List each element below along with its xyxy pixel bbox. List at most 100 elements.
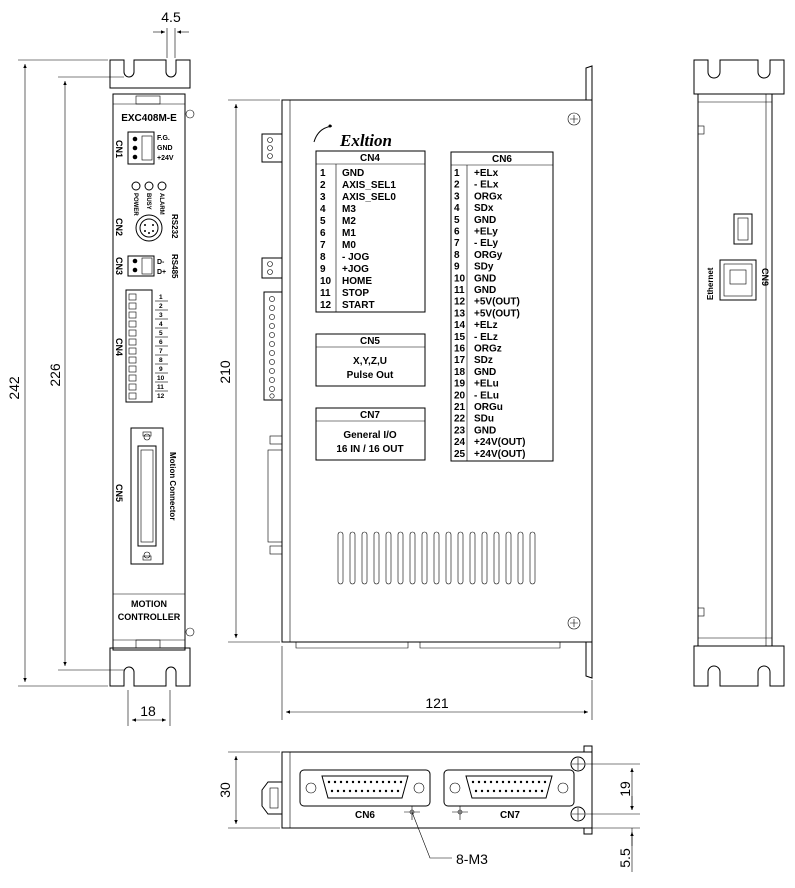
cn4-num-5: 5 [159, 330, 163, 337]
cn6-row-23-sig: GND [474, 425, 496, 436]
cn4-row-2-sig: AXIS_SEL1 [342, 180, 396, 191]
cn4-row-3-num: 3 [320, 192, 326, 203]
cn4-row-5-num: 5 [320, 216, 326, 227]
cn4-num-8: 8 [159, 357, 163, 364]
cn1-pin-2: GND [157, 145, 173, 152]
cn7-db-pins [471, 780, 547, 793]
cn4-row-4-sig: M3 [342, 204, 356, 215]
cn4-row-8-num: 8 [320, 252, 326, 263]
cn6-row-17-num: 17 [454, 355, 466, 366]
cn6-row-10-num: 10 [454, 273, 466, 284]
cn6-row-9-sig: SDy [474, 262, 494, 273]
cn6-row-15-num: 15 [454, 332, 466, 343]
cn9-label: CN9 [760, 268, 770, 286]
cn1-label: CN1 [114, 140, 124, 158]
cn6-row-8-sig: ORGy [474, 250, 503, 261]
footer-line-2: CONTROLLER [118, 612, 181, 622]
cn6-row-23-num: 23 [454, 425, 466, 436]
cn4-num-12: 12 [157, 393, 165, 400]
dim-bottom-19: 19 [617, 781, 633, 797]
cn3-label: CN3 [114, 257, 124, 275]
back-view: Ethernet CN9 [693, 59, 785, 687]
side-terminals [269, 296, 275, 399]
cn1-pin-3: +24V [157, 155, 174, 162]
cn2-label: CN2 [114, 218, 124, 236]
cn6-row-21-num: 21 [454, 402, 466, 413]
cn6-row-25-sig: +24V(OUT) [474, 449, 525, 460]
cn4-num-1: 1 [159, 294, 163, 301]
cn6-row-11-sig: GND [474, 285, 496, 296]
cn6-row-14-num: 14 [454, 320, 466, 331]
cn6-row-16-sig: ORGz [474, 344, 502, 355]
model-label: EXC408M-E [121, 113, 177, 124]
cn4-num-4: 4 [159, 321, 163, 328]
cn4-row-10-num: 10 [320, 276, 332, 287]
bottom-cn7-label: CN7 [500, 810, 520, 821]
cn6-row-4-num: 4 [454, 203, 460, 214]
cn6-row-18-sig: GND [474, 367, 496, 378]
cn4-row-11-num: 11 [320, 288, 331, 299]
cn4-row-9-sig: +JOG [342, 264, 369, 275]
cn4-row-5-sig: M2 [342, 216, 356, 227]
dim-bottom-depth: 30 [217, 782, 233, 798]
cn6-row-17-sig: SDz [474, 355, 493, 366]
bottom-cn6-label: CN6 [355, 810, 375, 821]
cn6-row-13-sig: +5V(OUT) [474, 308, 520, 319]
cn4-row-1-sig: GND [342, 168, 364, 179]
cn6-row-18-num: 18 [454, 367, 466, 378]
cn6-row-5-num: 5 [454, 215, 460, 226]
dim-top-hole: 4.5 [161, 9, 181, 25]
cn1-pin-1: F.G. [157, 135, 170, 142]
cn4-row-10-sig: HOME [342, 276, 372, 287]
cn4-num-11: 11 [157, 384, 164, 391]
vent-slots [337, 531, 536, 585]
cn4-row-6-sig: M1 [342, 228, 356, 239]
cn6-row-22-sig: SDu [474, 414, 494, 425]
cn4-row-4-num: 4 [320, 204, 326, 215]
cn6-row-2-num: 2 [454, 180, 460, 191]
cn4-row-6-num: 6 [320, 228, 326, 239]
cn6-row-22-num: 22 [454, 414, 466, 425]
cn4-row-1-num: 1 [320, 168, 326, 179]
front-dimensions: 4.5 242 226 18 [6, 9, 189, 726]
cn3-pin-2: D+ [157, 269, 166, 276]
cn7-box-line1: General I/O [343, 430, 397, 441]
motion-connector-label: Motion Connector [168, 452, 177, 520]
cn6-db-pins [327, 780, 403, 793]
dim-bottom-5-5: 5.5 [617, 848, 633, 868]
led-alarm-label: ALARM [158, 193, 164, 215]
cn4-num-9: 9 [159, 366, 163, 373]
cn4-row-7-sig: M0 [342, 240, 356, 251]
cn6-row-9-num: 9 [454, 262, 460, 273]
dim-total-height: 242 [6, 376, 22, 400]
cn4-row-12-sig: START [342, 300, 375, 311]
cn6-row-1-num: 1 [454, 168, 460, 179]
cn6-row-14-sig: +ELz [474, 320, 498, 331]
cn6-row-10-sig: GND [474, 273, 496, 284]
cn4-row-8-sig: - JOG [342, 252, 369, 263]
cn6-row-2-sig: - ELx [474, 180, 499, 191]
side-dimensions: 210 121 [217, 99, 593, 720]
cn7-box-line2: 16 IN / 16 OUT [336, 444, 403, 455]
cn6-table-title: CN6 [492, 154, 512, 165]
cn6-row-4-sig: SDx [474, 203, 494, 214]
cn4-row-7-num: 7 [320, 240, 326, 251]
cn4-num-7: 7 [159, 348, 163, 355]
cn6-row-21-sig: ORGu [474, 402, 503, 413]
cn5-box-title: CN5 [360, 336, 380, 347]
cn6-row-1-sig: +ELx [474, 168, 499, 179]
cn4-row-3-sig: AXIS_SEL0 [342, 192, 396, 203]
cn6-row-3-num: 3 [454, 191, 460, 202]
cn6-row-7-sig: - ELy [474, 238, 499, 249]
cn4-num-10: 10 [157, 375, 165, 382]
cn6-row-12-sig: +5V(OUT) [474, 297, 520, 308]
cn6-row-12-num: 12 [454, 297, 466, 308]
footer-line-1: MOTION [131, 599, 167, 609]
cn4-table-title: CN4 [360, 153, 380, 164]
cn4-num-6: 6 [159, 339, 163, 346]
cn6-row-19-num: 19 [454, 379, 466, 390]
dim-side-length: 121 [425, 695, 449, 711]
